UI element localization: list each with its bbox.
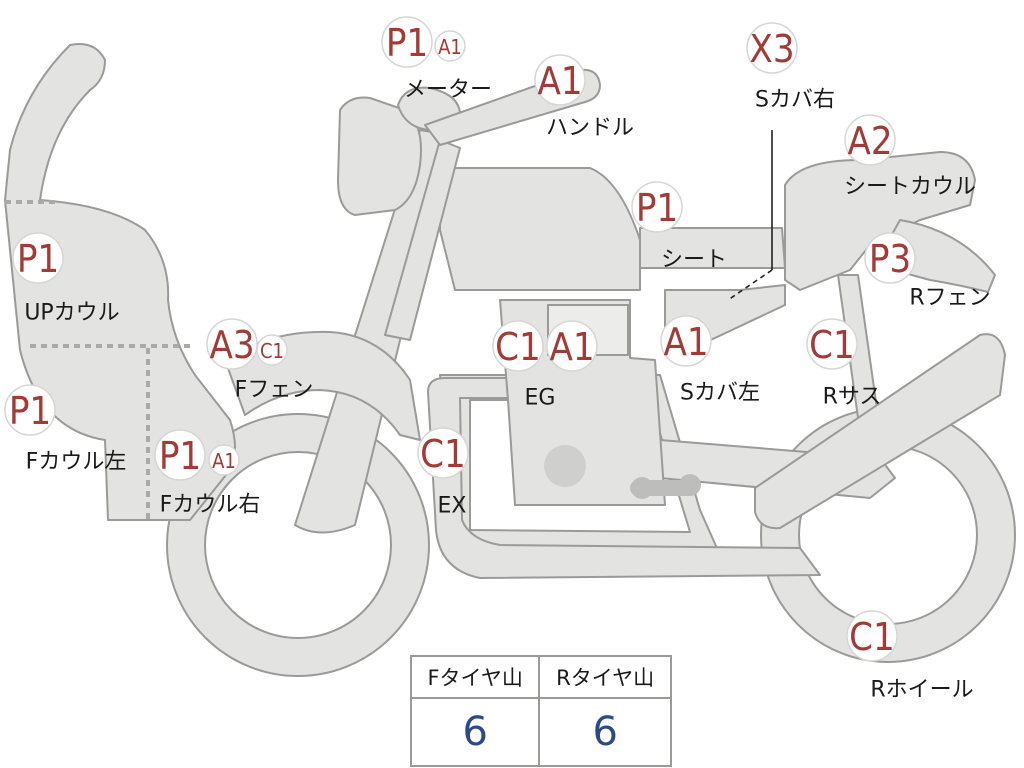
meter-sub-code-badge-text: A1 [438, 35, 462, 59]
r-fender-label: Rフェン [909, 286, 990, 311]
seat-cowl-label: シートカウル [844, 175, 976, 200]
seat-cowl-shape [784, 151, 976, 291]
meter-label: メーター [404, 78, 492, 103]
seat-code-badge-text: P1 [636, 186, 678, 230]
r-fender-code-badge: P3 [864, 232, 916, 284]
r-fender-code-badge-text: P3 [869, 237, 911, 281]
seat-cowl-code-badge-text: A2 [847, 119, 892, 163]
seat-cowl-code-badge: A2 [844, 114, 896, 166]
front-wheel [166, 413, 430, 677]
headlight [337, 96, 422, 216]
f-fender-sub-code-badge-text: C1 [260, 339, 284, 363]
f-cowl-right-sub-code-badge-text: A1 [212, 449, 236, 473]
tire-tread-table: Fタイヤ山 Rタイヤ山 6 6 [409, 655, 672, 767]
meter-sub-code-badge: A1 [434, 30, 466, 62]
front-fork [294, 129, 451, 534]
side-cover-left-code-badge-text: A1 [663, 320, 708, 364]
rear-tire-header: Rタイヤ山 [538, 655, 672, 699]
side-cover-right-label: Sカバ右 [755, 88, 835, 113]
ex-code-badge-text: C1 [420, 432, 466, 476]
handle-code-badge-text: A1 [537, 59, 582, 103]
eg-label: EG [525, 386, 556, 411]
r-wheel-code-badge: C1 [846, 610, 898, 662]
side-cover-right-code-badge: X3 [746, 22, 798, 74]
f-cowl-right-code-badge: P1 [154, 429, 206, 481]
f-fender-code-badge-text: A3 [209, 323, 254, 367]
ex-code-badge: C1 [417, 427, 469, 479]
side-cover-left-code-badge: A1 [660, 315, 712, 367]
r-wheel-label: Rホイール [870, 678, 973, 703]
f-cowl-right-label: Fカウル右 [160, 493, 261, 518]
engine-cover [544, 445, 586, 487]
rear-tire-value: 6 [538, 697, 672, 767]
meter-code-badge: P1 [381, 16, 433, 68]
seat-code-badge: P1 [631, 181, 683, 233]
side-cover-right-code-badge-text: X3 [749, 27, 794, 71]
f-cowl-left-code-badge: P1 [4, 384, 56, 436]
ex-label: EX [438, 494, 467, 519]
fork-upper [384, 139, 461, 341]
f-cowl-left-label: Fカウル左 [26, 450, 127, 475]
r-suspension-code-badge: C1 [806, 318, 858, 370]
meter-code-badge-text: P1 [386, 21, 428, 65]
up-cowl-label: UPカウル [24, 301, 119, 326]
f-cowl-right-sub-code-badge: A1 [208, 444, 240, 476]
f-fender-sub-code-badge: C1 [256, 334, 288, 366]
eg-code-badge: C1 [492, 320, 544, 372]
f-cowl-left-code-badge-text: P1 [9, 389, 51, 433]
exhaust-pipe [427, 377, 821, 579]
eg-second-code-badge-text: A1 [549, 325, 594, 369]
handle-code-badge: A1 [534, 54, 586, 106]
up-cowl-code-badge: P1 [12, 232, 64, 284]
front-tire-header: Fタイヤ山 [409, 655, 541, 699]
front-cowl [4, 43, 236, 521]
r-wheel-code-badge-text: C1 [849, 615, 895, 659]
f-fender-label: Fフェン [235, 378, 314, 403]
up-cowl-code-badge-text: P1 [17, 237, 59, 281]
muffler [754, 333, 1006, 530]
r-suspension-label: Rサス [823, 385, 882, 410]
r-suspension-code-badge-text: C1 [809, 323, 855, 367]
front-tire-value: 6 [409, 697, 541, 767]
seat-label: シート [661, 248, 727, 273]
handle-label: ハンドル [546, 116, 634, 141]
eg-code-badge-text: C1 [495, 325, 541, 369]
eg-second-code-badge: A1 [546, 320, 598, 372]
side-cover-left-label: Sカバ左 [680, 381, 760, 406]
f-fender-code-badge: A3 [206, 318, 258, 370]
f-cowl-right-code-badge-text: P1 [159, 434, 201, 478]
fuel-tank [439, 167, 641, 291]
